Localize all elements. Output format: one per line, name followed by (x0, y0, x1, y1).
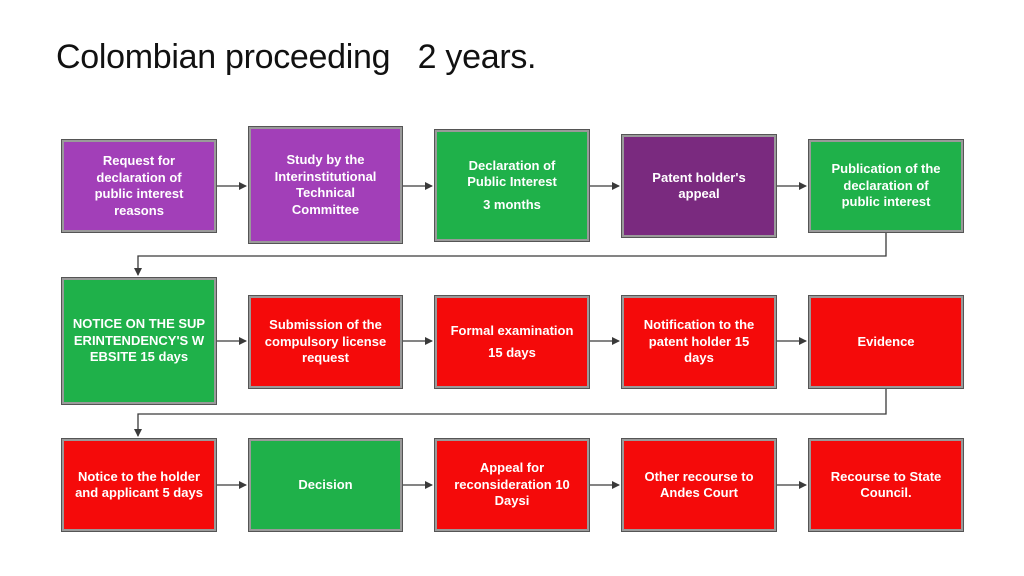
step-label: Formal examination (450, 322, 574, 338)
step-label: Patent holder's appeal (652, 169, 746, 202)
step-label: Recourse to State Council. (830, 468, 942, 501)
step-label: Evidence (857, 333, 915, 349)
page-title: Colombian proceeding 2 years. (56, 38, 537, 76)
step-committee-study: Study by the Interinstitutional Technica… (249, 127, 402, 243)
step-notification-patent-holder: Notification to the patent holder 15 day… (622, 296, 776, 388)
step-label: Notice to the holder and applicant 5 day… (75, 468, 203, 501)
step-label: Study by the Interinstitutional Technica… (274, 152, 377, 217)
step-duration: 15 days (488, 345, 536, 360)
step-label: Decision (298, 476, 353, 492)
arrow-step10-to-step11 (134, 389, 887, 437)
step-submission-license: Submission of the compulsory license req… (249, 296, 402, 388)
step-state-council: Recourse to State Council. (809, 439, 963, 531)
step-request-declaration: Request for declaration of public intere… (62, 140, 216, 232)
step-notice-holder-applicant: Notice to the holder and applicant 5 day… (62, 439, 216, 531)
step-label: Publication of the declaration of public… (831, 161, 941, 210)
step-decision: Decision (249, 439, 402, 531)
step-andes-court: Other recourse to Andes Court (622, 439, 776, 531)
step-label: Appeal for reconsideration 10 Daysi (454, 460, 570, 509)
step-label: Submission of the compulsory license req… (264, 317, 387, 366)
step-label: Other recourse to Andes Court (644, 468, 754, 501)
step-appeal-reconsideration: Appeal for reconsideration 10 Daysi (435, 439, 589, 531)
step-label: Notification to the patent holder 15 day… (643, 317, 755, 366)
step-patent-holder-appeal: Patent holder's appeal (622, 135, 776, 237)
step-declaration-public-interest: Declaration of Public Interest 3 months (435, 130, 589, 241)
step-publication-declaration: Publication of the declaration of public… (809, 140, 963, 232)
step-evidence: Evidence (809, 296, 963, 388)
step-notice-superintendency: NOTICE ON THE SUPERINTENDENCY'S WEBSITE … (62, 278, 216, 404)
step-duration: 3 months (483, 196, 541, 212)
step-label: NOTICE ON THE SUPERINTENDENCY'S WEBSITE … (72, 316, 206, 365)
step-label: Declaration of Public Interest (467, 157, 557, 190)
step-formal-examination: Formal examination 15 days (435, 296, 589, 388)
step-label: Request for declaration of public intere… (94, 153, 184, 218)
